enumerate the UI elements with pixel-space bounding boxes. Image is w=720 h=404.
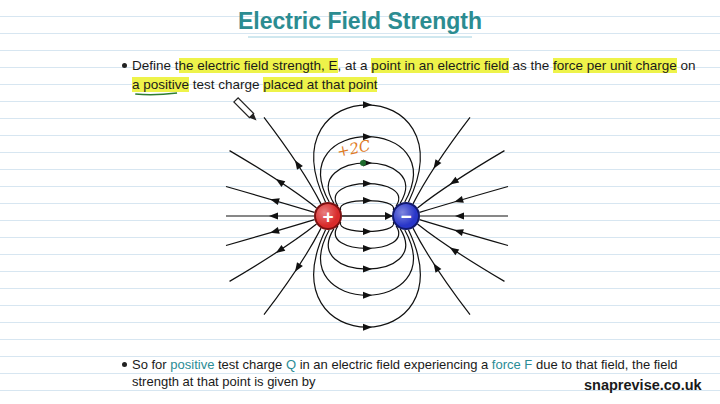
title-rule	[248, 37, 472, 38]
point-charge: +	[314, 202, 342, 230]
point-charge: −	[392, 202, 420, 230]
charge-sign: +	[322, 207, 333, 226]
watermark: snaprevise.co.uk	[584, 377, 719, 394]
bullet-dot	[122, 362, 127, 367]
field-arrowheads	[269, 101, 464, 330]
field-line-connector	[342, 215, 392, 216]
underline-mark	[135, 93, 177, 95]
slide-title: Electric Field Strength	[0, 8, 720, 35]
charge-sign: −	[400, 207, 411, 226]
bullet-dot	[122, 63, 127, 68]
field-lines	[226, 105, 508, 327]
definition-text: Define the electric field strength, E, a…	[132, 56, 702, 94]
test-charge-dot	[360, 160, 366, 166]
pencil-cursor	[234, 98, 259, 123]
handwritten-note: +2C	[336, 136, 379, 161]
